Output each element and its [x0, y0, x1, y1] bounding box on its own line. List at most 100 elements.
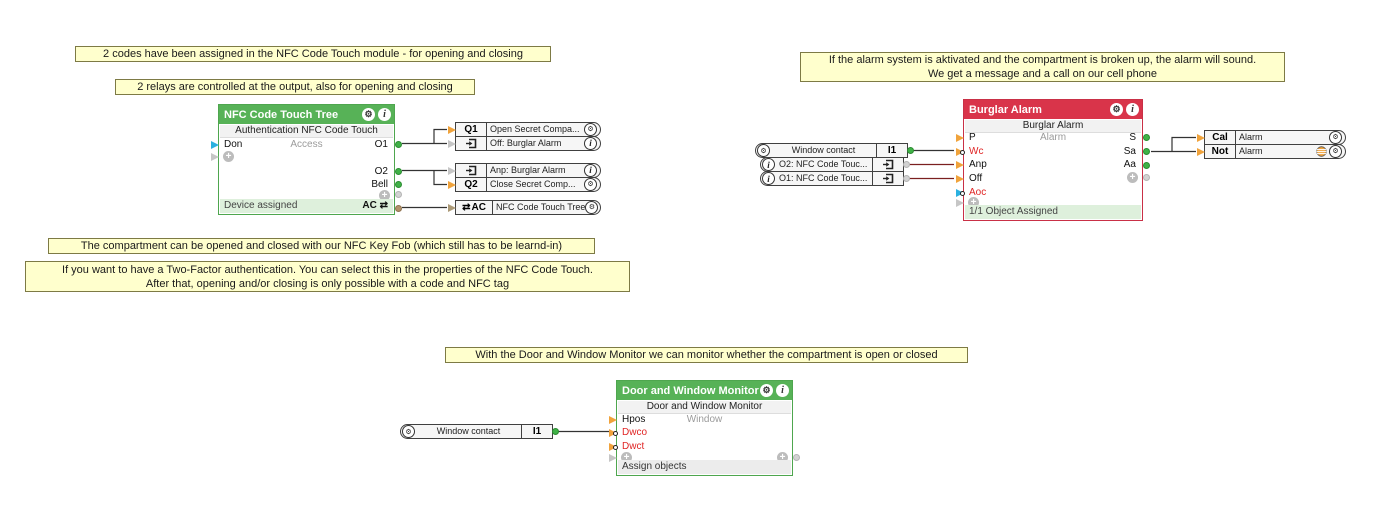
connector-o1-reference[interactable]: i O1: NFC Code Touc...: [760, 171, 910, 186]
info-icon[interactable]: i: [378, 108, 391, 121]
gear-icon[interactable]: ⚙: [756, 144, 771, 157]
gear-icon[interactable]: ⚙: [584, 178, 597, 191]
input-port-off[interactable]: [956, 175, 964, 183]
block-title: Burglar Alarm: [969, 103, 1042, 116]
info-icon[interactable]: i: [761, 172, 776, 185]
output-label-aa[interactable]: Aa: [1123, 159, 1136, 170]
input-label-p[interactable]: P: [969, 132, 976, 143]
input-port-p[interactable]: [956, 134, 964, 142]
annotation-alarm[interactable]: If the alarm system is aktivated and the…: [800, 52, 1285, 82]
input-label-hpos[interactable]: Hpos: [622, 414, 646, 425]
door-window-monitor-block[interactable]: Door and Window Monitor ⚙ i Door and Win…: [609, 380, 800, 476]
connector-label: O1: NFC Code Touc...: [779, 173, 868, 183]
output-port-o2[interactable]: [395, 168, 402, 175]
info-icon[interactable]: i: [1126, 103, 1139, 116]
gear-icon[interactable]: ⚙: [1329, 145, 1342, 158]
annotation-text: The compartment can be opened and closed…: [80, 240, 563, 252]
connector-q1[interactable]: Q1 Open Secret Compa... ⚙: [448, 122, 601, 137]
input-label-don[interactable]: Don: [224, 139, 243, 150]
info-icon[interactable]: i: [761, 158, 776, 171]
connector-output-port[interactable]: [903, 161, 910, 168]
annotation-keyfob[interactable]: The compartment can be opened and closed…: [48, 238, 595, 254]
input-label-anp[interactable]: Anp: [969, 159, 987, 170]
output-port-o1[interactable]: [395, 141, 402, 148]
output-port-spare[interactable]: [793, 454, 800, 461]
connector-off-burglar-alarm[interactable]: Off: Burglar Alarm i: [448, 136, 601, 151]
output-port-spare[interactable]: [395, 191, 402, 198]
annotation-twofactor[interactable]: If you want to have a Two-Factor authent…: [25, 261, 630, 292]
add-input-icon[interactable]: +: [621, 452, 632, 463]
input-label-dwct[interactable]: Dwct: [622, 441, 645, 452]
add-output-icon[interactable]: +: [1127, 172, 1138, 183]
input-port-anp[interactable]: [956, 161, 964, 169]
input-connection-node[interactable]: [613, 444, 618, 450]
annotation-text: 2 codes have been assigned in the NFC Co…: [103, 48, 523, 60]
connector-window-contact-door[interactable]: ⚙ Window contact I1: [400, 424, 559, 439]
input-label-dwco[interactable]: Dwco: [622, 427, 648, 438]
output-label-bell[interactable]: Bell: [371, 179, 388, 190]
connector-output-port[interactable]: [552, 428, 559, 435]
input-connection-node[interactable]: [960, 190, 965, 196]
add-input-icon[interactable]: +: [968, 197, 979, 208]
gear-icon[interactable]: ⚙: [760, 384, 773, 397]
output-label-o2[interactable]: O2: [374, 166, 388, 177]
assign-objects-label: Assign objects: [622, 461, 687, 472]
output-label-o1[interactable]: O1: [374, 139, 388, 150]
connector-ac[interactable]: ⇄AC NFC Code Touch Tree ⚙: [448, 200, 601, 215]
gear-icon[interactable]: ⚙: [1329, 131, 1342, 144]
gear-icon[interactable]: ⚙: [401, 425, 416, 438]
gear-icon[interactable]: ⚙: [585, 201, 599, 214]
connector-input-arrow[interactable]: [448, 167, 456, 175]
connector-input-arrow[interactable]: [448, 140, 456, 148]
output-label-s[interactable]: S: [1129, 132, 1136, 143]
connector-q2[interactable]: Q2 Close Secret Comp... ⚙: [448, 177, 601, 192]
output-port-spare[interactable]: [1143, 174, 1150, 181]
input-port-spare[interactable]: [956, 199, 964, 207]
connector-cal-alarm[interactable]: Cal Alarm ⚙: [1197, 130, 1346, 145]
output-port-s[interactable]: [1143, 134, 1150, 141]
input-label-off[interactable]: Off: [969, 173, 983, 184]
output-port-sa[interactable]: [1143, 148, 1150, 155]
input-label-aoc[interactable]: Aoc: [969, 187, 987, 198]
connector-input-arrow[interactable]: [1197, 134, 1205, 142]
connector-input-arrow[interactable]: [1197, 148, 1205, 156]
info-icon[interactable]: i: [584, 137, 597, 150]
connector-input-arrow[interactable]: [448, 181, 456, 189]
output-port-bell[interactable]: [395, 181, 402, 188]
annotation-nfc-codes[interactable]: 2 codes have been assigned in the NFC Co…: [75, 46, 551, 62]
input-connection-node[interactable]: [613, 430, 618, 436]
info-icon[interactable]: i: [584, 164, 597, 177]
ac-output-label[interactable]: AC ⇄: [362, 200, 388, 211]
add-output-icon[interactable]: +: [379, 190, 390, 201]
block-center-label: Access: [290, 139, 323, 150]
gear-icon[interactable]: ⚙: [584, 123, 597, 136]
info-icon[interactable]: i: [776, 384, 789, 397]
burglar-alarm-block[interactable]: Burglar Alarm ⚙ i Burglar Alarm P Alarm …: [956, 99, 1150, 221]
gear-icon[interactable]: ⚙: [1110, 103, 1123, 116]
connector-window-contact-burglar[interactable]: ⚙ Window contact I1: [755, 143, 914, 158]
connector-input-arrow[interactable]: [448, 126, 456, 134]
gear-icon[interactable]: ⚙: [362, 108, 375, 121]
input-port-don[interactable]: [211, 141, 219, 149]
input-connection-node[interactable]: [960, 149, 965, 155]
connector-not-alarm[interactable]: Not Alarm ⚙: [1197, 144, 1346, 159]
connector-input-arrow[interactable]: [448, 204, 456, 212]
input-port-spare[interactable]: [211, 153, 219, 161]
annotation-doormonitor[interactable]: With the Door and Window Monitor we can …: [445, 347, 968, 363]
annotation-relays[interactable]: 2 relays are controlled at the output, a…: [115, 79, 475, 95]
connector-anp-burglar-alarm[interactable]: Anp: Burglar Alarm i: [448, 163, 601, 178]
connector-output-port[interactable]: [907, 147, 914, 154]
input-port-spare[interactable]: [609, 454, 617, 462]
input-label-wc[interactable]: Wc: [969, 146, 984, 157]
input-port-hpos[interactable]: [609, 416, 617, 424]
block-reference-icon: [456, 164, 487, 177]
output-label-sa[interactable]: Sa: [1123, 146, 1136, 157]
add-input-icon[interactable]: +: [223, 151, 234, 162]
add-output-icon[interactable]: +: [777, 452, 788, 463]
connector-output-port[interactable]: [903, 175, 910, 182]
output-port-ac[interactable]: [395, 205, 402, 212]
nfc-code-touch-block[interactable]: NFC Code Touch Tree ⚙ i Authentication N…: [211, 104, 402, 215]
output-port-aa[interactable]: [1143, 162, 1150, 169]
connector-label: Close Secret Comp...: [490, 179, 576, 189]
connector-o2-reference[interactable]: i O2: NFC Code Touc...: [760, 157, 910, 172]
